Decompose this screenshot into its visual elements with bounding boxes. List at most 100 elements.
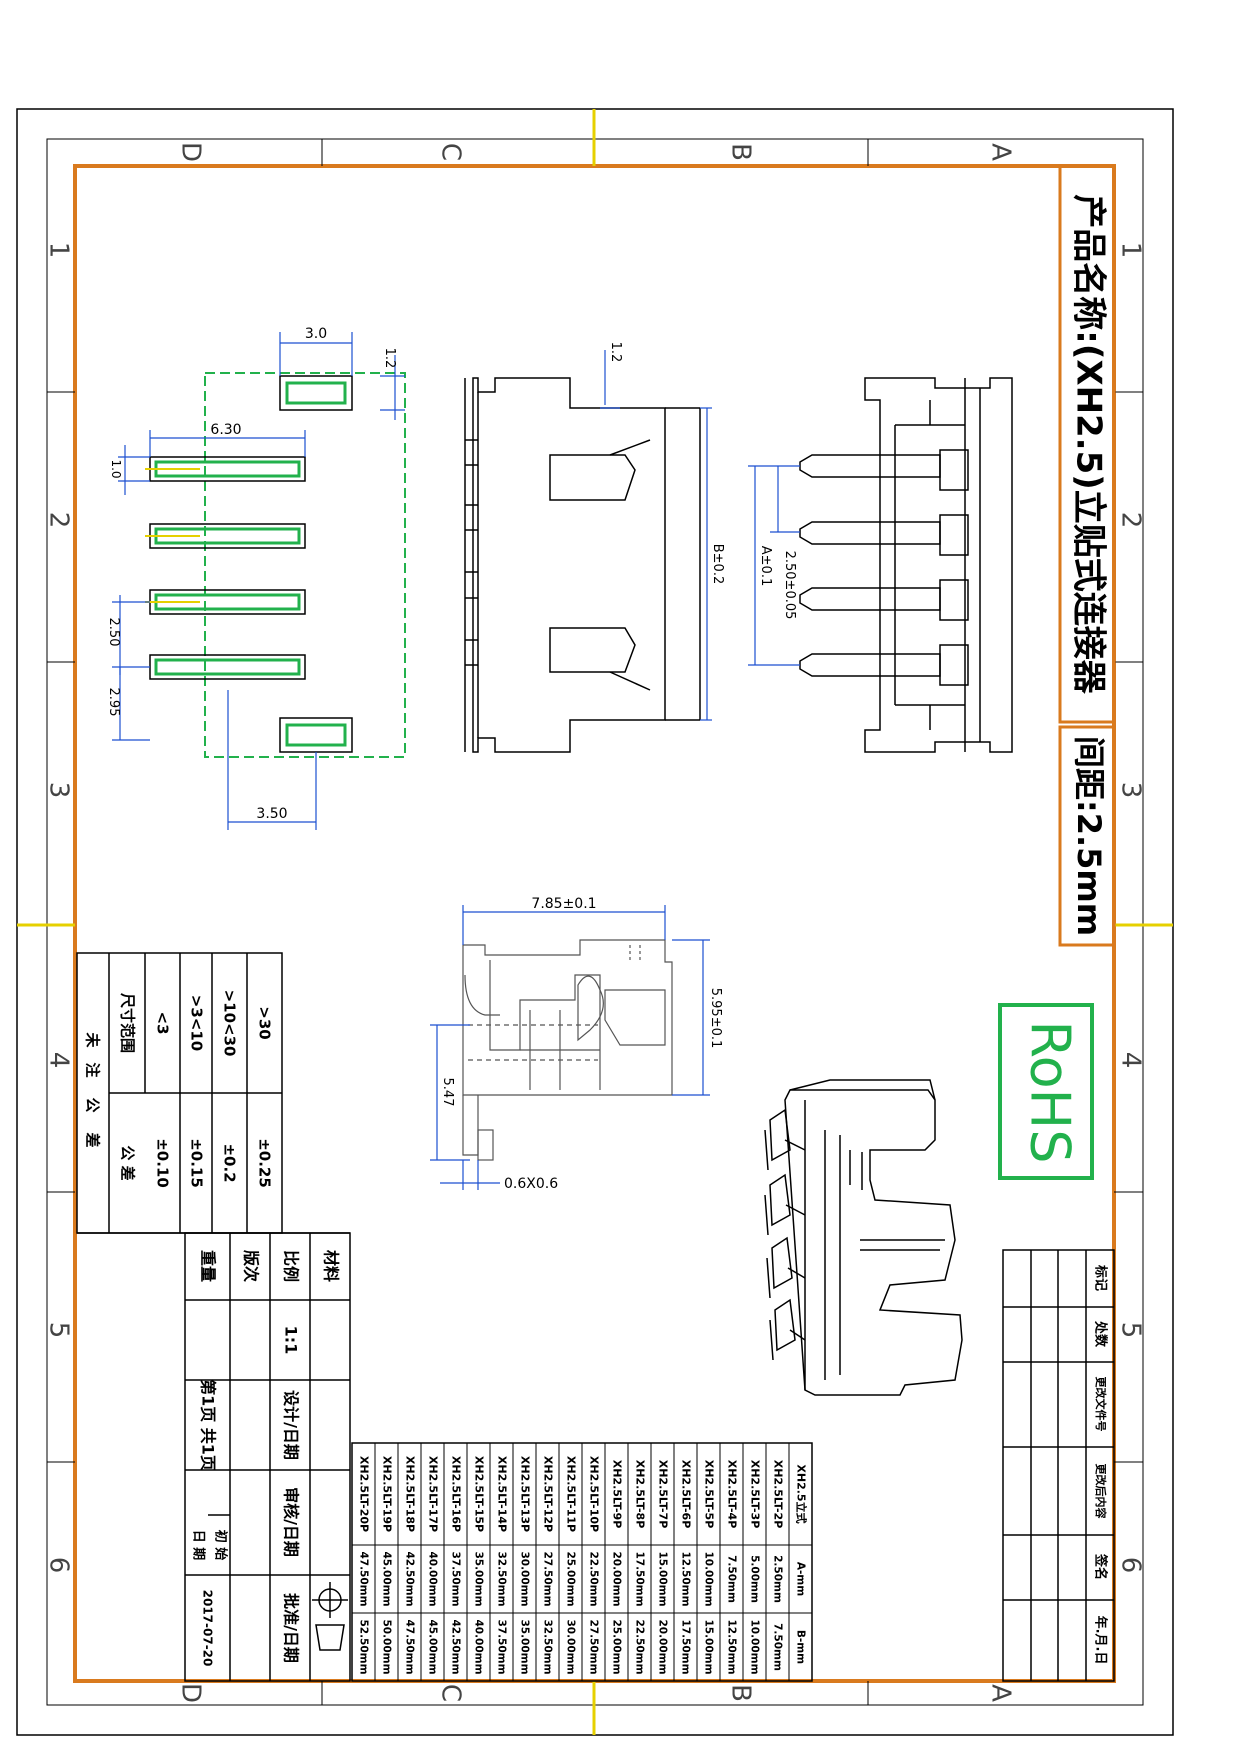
rev-header: 处数 <box>1093 1320 1109 1348</box>
top-pin-view <box>799 377 1013 753</box>
info-date: 2017-07-20 <box>201 1590 215 1667</box>
parts-cell: 27.50mm <box>542 1551 554 1606</box>
zone-row-right: 5 <box>1116 1322 1146 1339</box>
pitch-box <box>1058 725 1116 947</box>
zone-col-top: D <box>176 142 206 162</box>
tol-range: <3 <box>154 1011 172 1034</box>
parts-cell: XH2.5LT-19P <box>381 1456 394 1532</box>
parts-cell: 20.00mm <box>657 1619 669 1674</box>
parts-cell: 40.00mm <box>427 1551 439 1606</box>
dim-profile-width: 7.85±0.1 <box>531 896 596 912</box>
parts-cell: 32.50mm <box>542 1619 554 1674</box>
product-title: 产品名称:(XH2.5)立贴式连接器 <box>1069 194 1109 695</box>
info-scale-value: 1:1 <box>282 1326 301 1355</box>
info-first: 初 始 <box>213 1530 229 1561</box>
info-unit: 重量 <box>199 1250 218 1282</box>
rev-header: 签名 <box>1093 1553 1109 1580</box>
dim-lead-section: 0.6X0.6 <box>504 1176 558 1192</box>
parts-cell: 2.50mm <box>772 1555 784 1603</box>
isometric-view <box>764 1079 963 1396</box>
info-review: 审核/日期 <box>282 1487 301 1557</box>
tol-heading: 注 <box>84 1062 102 1077</box>
border-frame <box>73 164 1116 1683</box>
zone-row-left: 3 <box>44 782 74 799</box>
parts-cell: 15.00mm <box>657 1551 669 1606</box>
parts-cell: XH2.5LT-20P <box>358 1456 371 1532</box>
center-marks <box>17 109 1173 1735</box>
parts-cell: 20.00mm <box>611 1551 623 1606</box>
parts-cell: XH2.5LT-5P <box>703 1460 716 1529</box>
rohs-mark: RoHS <box>1018 1020 1081 1163</box>
parts-cell: XH2.5LT-13P <box>519 1456 532 1532</box>
zone-col-bottom: A <box>986 1684 1016 1702</box>
parts-cell: XH2.5LT-18P <box>404 1456 417 1532</box>
zone-col-top: A <box>986 143 1016 161</box>
tol-label: 公 差 <box>119 1145 137 1180</box>
parts-cell: 37.50mm <box>450 1551 462 1606</box>
parts-cell: 5.00mm <box>749 1555 761 1603</box>
tol-value: ±0.15 <box>188 1138 206 1188</box>
pitch-text: 间距:2.5mm <box>1070 736 1108 936</box>
parts-cell: XH2.5LT-15P <box>473 1456 486 1532</box>
parts-cell: 32.50mm <box>496 1551 508 1606</box>
zone-row-left: 4 <box>44 1052 74 1069</box>
dim-pitch-a: 2.50 <box>106 618 121 647</box>
tolerance-table <box>76 952 283 1234</box>
parts-cell: 35.00mm <box>473 1551 485 1606</box>
parts-cell: 45.00mm <box>381 1551 393 1606</box>
parts-cell: XH2.5LT-16P <box>450 1456 463 1532</box>
parts-cell: 22.50mm <box>634 1619 646 1674</box>
tol-value: ±0.10 <box>154 1138 172 1188</box>
rohs-box <box>998 1003 1094 1180</box>
info-page: 第1页 共1页 <box>199 1379 218 1471</box>
parts-table: XH2.5立式A-mmB-mmXH2.5LT-2P2.50mm7.50mmXH2… <box>351 1442 813 1682</box>
parts-cell: 10.00mm <box>749 1619 761 1674</box>
parts-cell: 25.00mm <box>611 1619 623 1674</box>
parts-cell: XH2.5LT-4P <box>726 1460 739 1529</box>
info-scale: 比例 <box>282 1250 301 1282</box>
zone-row-left: 6 <box>44 1557 74 1574</box>
parts-header: XH2.5立式 <box>795 1464 809 1523</box>
parts-cell: XH2.5LT-6P <box>680 1460 693 1529</box>
zone-row-right: 2 <box>1116 512 1146 529</box>
zone-row-right: 1 <box>1116 242 1146 259</box>
rev-header: 年.月.日 <box>1093 1616 1109 1665</box>
tol-heading: 未 <box>84 1031 102 1048</box>
zone-col-bottom: D <box>176 1683 206 1703</box>
tol-range: >10<30 <box>221 990 239 1057</box>
zone-col-bottom: B <box>726 1684 756 1702</box>
parts-cell: 22.50mm <box>588 1551 600 1606</box>
parts-cell: XH2.5LT-3P <box>749 1460 762 1529</box>
parts-cell: 27.50mm <box>588 1619 600 1674</box>
parts-cell: 7.50mm <box>726 1555 738 1603</box>
profile-view <box>462 939 673 1161</box>
dim-side-top: 1.2 <box>608 342 623 363</box>
parts-cell: 45.00mm <box>427 1619 439 1674</box>
zone-ticks <box>47 139 1143 1705</box>
parts-cell: 42.50mm <box>450 1619 462 1674</box>
zone-row-right: 3 <box>1116 782 1146 799</box>
parts-cell: 52.50mm <box>358 1619 370 1674</box>
parts-cell: 37.50mm <box>496 1619 508 1674</box>
parts-cell: 17.50mm <box>634 1551 646 1606</box>
tol-range-label: 尺寸范围 <box>119 993 137 1053</box>
info-table <box>77 1232 351 1682</box>
info-material: 材料 <box>322 1250 341 1282</box>
tol-heading: 差 <box>84 1132 102 1147</box>
dim-pad-width: 3.0 <box>305 326 327 342</box>
zone-col-bottom: C <box>436 1684 466 1702</box>
rev-header: 更改后内容 <box>1094 1464 1108 1519</box>
parts-cell: 30.00mm <box>565 1619 577 1674</box>
parts-cell: 12.50mm <box>726 1619 738 1674</box>
dim-pitch-b: 2.95 <box>106 688 121 717</box>
dim-pad-height: 1.2 <box>382 348 397 369</box>
tol-range: >30 <box>256 1006 274 1039</box>
info-version: 版次 <box>242 1249 261 1282</box>
zone-row-left: 2 <box>44 512 74 529</box>
parts-cell: XH2.5LT-11P <box>565 1456 578 1532</box>
parts-cell: 25.00mm <box>565 1551 577 1606</box>
parts-header: B-mm <box>795 1630 807 1664</box>
parts-cell: XH2.5LT-10P <box>588 1456 601 1532</box>
tol-heading: 公 <box>84 1097 102 1112</box>
